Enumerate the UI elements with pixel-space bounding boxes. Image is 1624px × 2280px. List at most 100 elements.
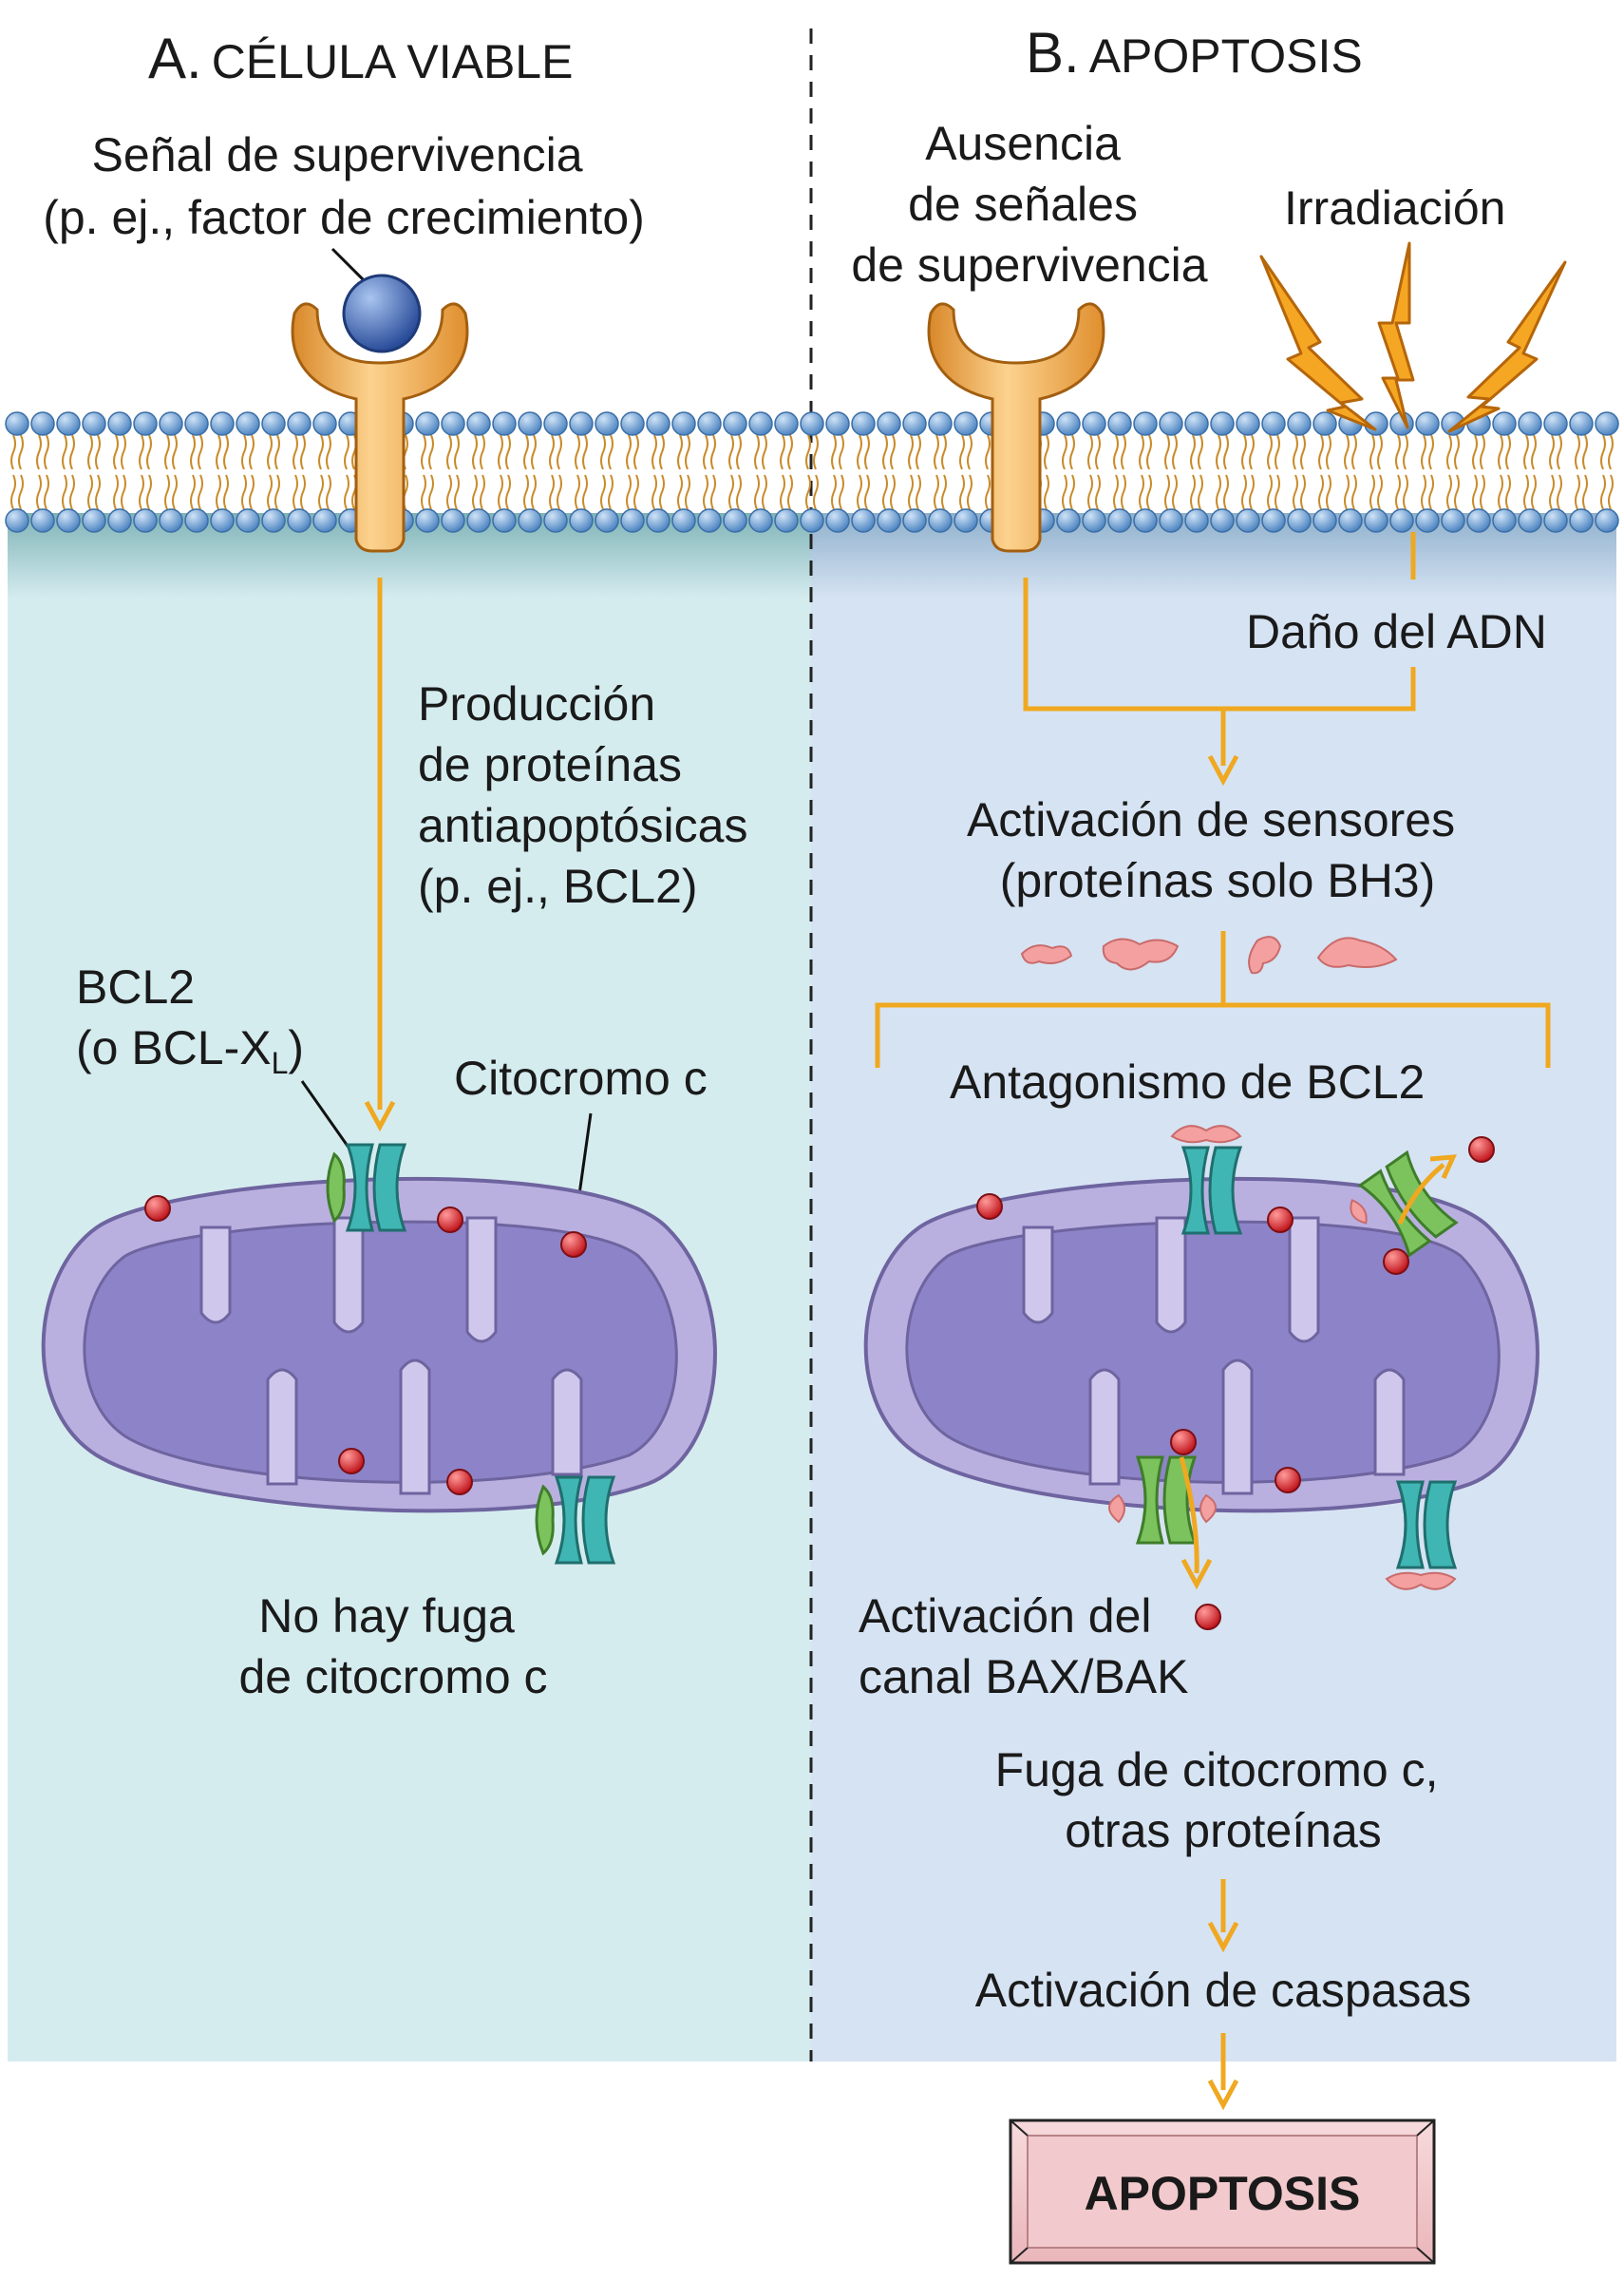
phospholipid-head [82,508,106,533]
phospholipid-head [877,411,901,436]
cytochrome-c-dot [1275,1467,1301,1493]
phospholipid-head [851,508,876,533]
phospholipid-head [236,411,260,436]
phospholipid-head [415,508,440,533]
phospholipid-head [1133,508,1158,533]
phospholipid-head [1415,508,1440,533]
phospholipid-head [1159,508,1183,533]
phospholipid-head [646,508,670,533]
absence-flow-line [1023,578,1223,712]
phospholipid-head [1159,411,1183,436]
phospholipid-head [30,411,55,436]
phospholipid-head [184,508,209,533]
phospholipid-head [1107,508,1132,533]
irradiation-lightning-icon [1259,241,1567,433]
panel-a-title: A.CÉLULA VIABLE [148,27,573,90]
phospholipid-head [1261,411,1286,436]
phospholipid-head [518,411,542,436]
phospholipid-head [1492,508,1517,533]
phospholipid-head [569,508,594,533]
phospholipid-head [671,411,696,436]
cytochrome-c-dot [1170,1429,1197,1455]
phospholipid-head [1543,411,1568,436]
phospholipid-head [5,508,29,533]
phospholipid-head [184,411,209,436]
mitochondrion-viable [41,1176,717,1513]
irradiation-label: Irradiación [1284,181,1505,235]
phospholipid-head [620,411,645,436]
phospholipid-head [723,508,747,533]
phospholipid-head [1543,508,1568,533]
phospholipid-head [1236,411,1260,436]
phospholipid-head [697,411,722,436]
phospholipid-head [1595,508,1619,533]
bcl2-channel-bottom [535,1475,616,1565]
bcl2-label: BCL2 (o BCL-XL) [76,960,304,1080]
cytochrome-c-dot [1267,1206,1294,1233]
bax-bak-channel-top [1350,1150,1459,1258]
phospholipid-head [954,508,978,533]
cytochrome-release-arrow-top [1397,1163,1445,1225]
phospholipid-head [312,411,337,436]
phospholipid-head [492,411,517,436]
phospholipid-head [825,508,850,533]
phospholipid-head [1236,508,1260,533]
phospholipid-head [30,508,55,533]
apoptosis-outcome-label: APOPTOSIS [1085,2167,1361,2220]
cytochrome-c-dot [976,1193,1003,1220]
phospholipid-head [287,508,312,533]
cytochrome-c-dot [338,1448,365,1474]
bcl2-antagonism-label: Antagonismo de BCL2 [950,1055,1425,1109]
phospholipid-head [800,411,824,436]
phospholipid-head [56,411,81,436]
apoptosis-outcome-box [1009,2118,1436,2265]
phospholipid-head [620,508,645,533]
phospholipid-head [774,411,799,436]
phospholipid-head [748,508,773,533]
cytochrome-c-label: Citocromo c [454,1052,708,1105]
phospholipid-head [877,508,901,533]
phospholipid-head [261,508,286,533]
phospholipid-head [415,411,440,436]
growth-factor-receptor [291,302,469,553]
phospholipid-head [569,411,594,436]
growth-factor-ligand [342,274,422,353]
phospholipid-head [56,508,81,533]
cytochrome-leak-label: Fuga de citocromo c, otras proteínas [995,1743,1452,1857]
mitochondrion-apoptotic [863,1176,1539,1513]
phospholipid-head [1082,411,1106,436]
phospholipid-head [928,508,953,533]
phospholipid-head [159,411,183,436]
phospholipid-head [825,411,850,436]
phospholipid-head [82,411,106,436]
phospholipid-head [466,508,491,533]
cytochrome-c-dot [1468,1136,1495,1163]
phospholipid-head [1287,508,1312,533]
phospholipid-head [774,508,799,533]
phospholipid-head [1133,411,1158,436]
phospholipid-head [1518,411,1542,436]
phospholipid-head [723,411,747,436]
phospholipid-head [1184,508,1209,533]
survival-signal-label: Señal de supervivencia (p. ej., factor d… [43,128,645,244]
phospholipid-head [210,508,235,533]
phospholipid-head [1338,508,1363,533]
phospholipid-head [1261,508,1286,533]
phospholipid-head [261,411,286,436]
phospholipid-head [133,411,158,436]
phospholipid-head [492,508,517,533]
phospholipid-head [159,508,183,533]
bcl2-channel-top [326,1143,407,1232]
phospholipid-head [1312,508,1337,533]
phospholipid-head [1056,508,1081,533]
phospholipid-head [1312,411,1337,436]
phospholipid-head [441,508,465,533]
phospholipid-head [466,411,491,436]
phospholipid-head [133,508,158,533]
phospholipid-head [518,508,542,533]
antagonism-bracket [875,931,1551,1068]
phospholipid-head [312,508,337,533]
phospholipid-head [646,411,670,436]
phospholipid-head [1466,508,1491,533]
cell-membrane [5,411,1619,533]
